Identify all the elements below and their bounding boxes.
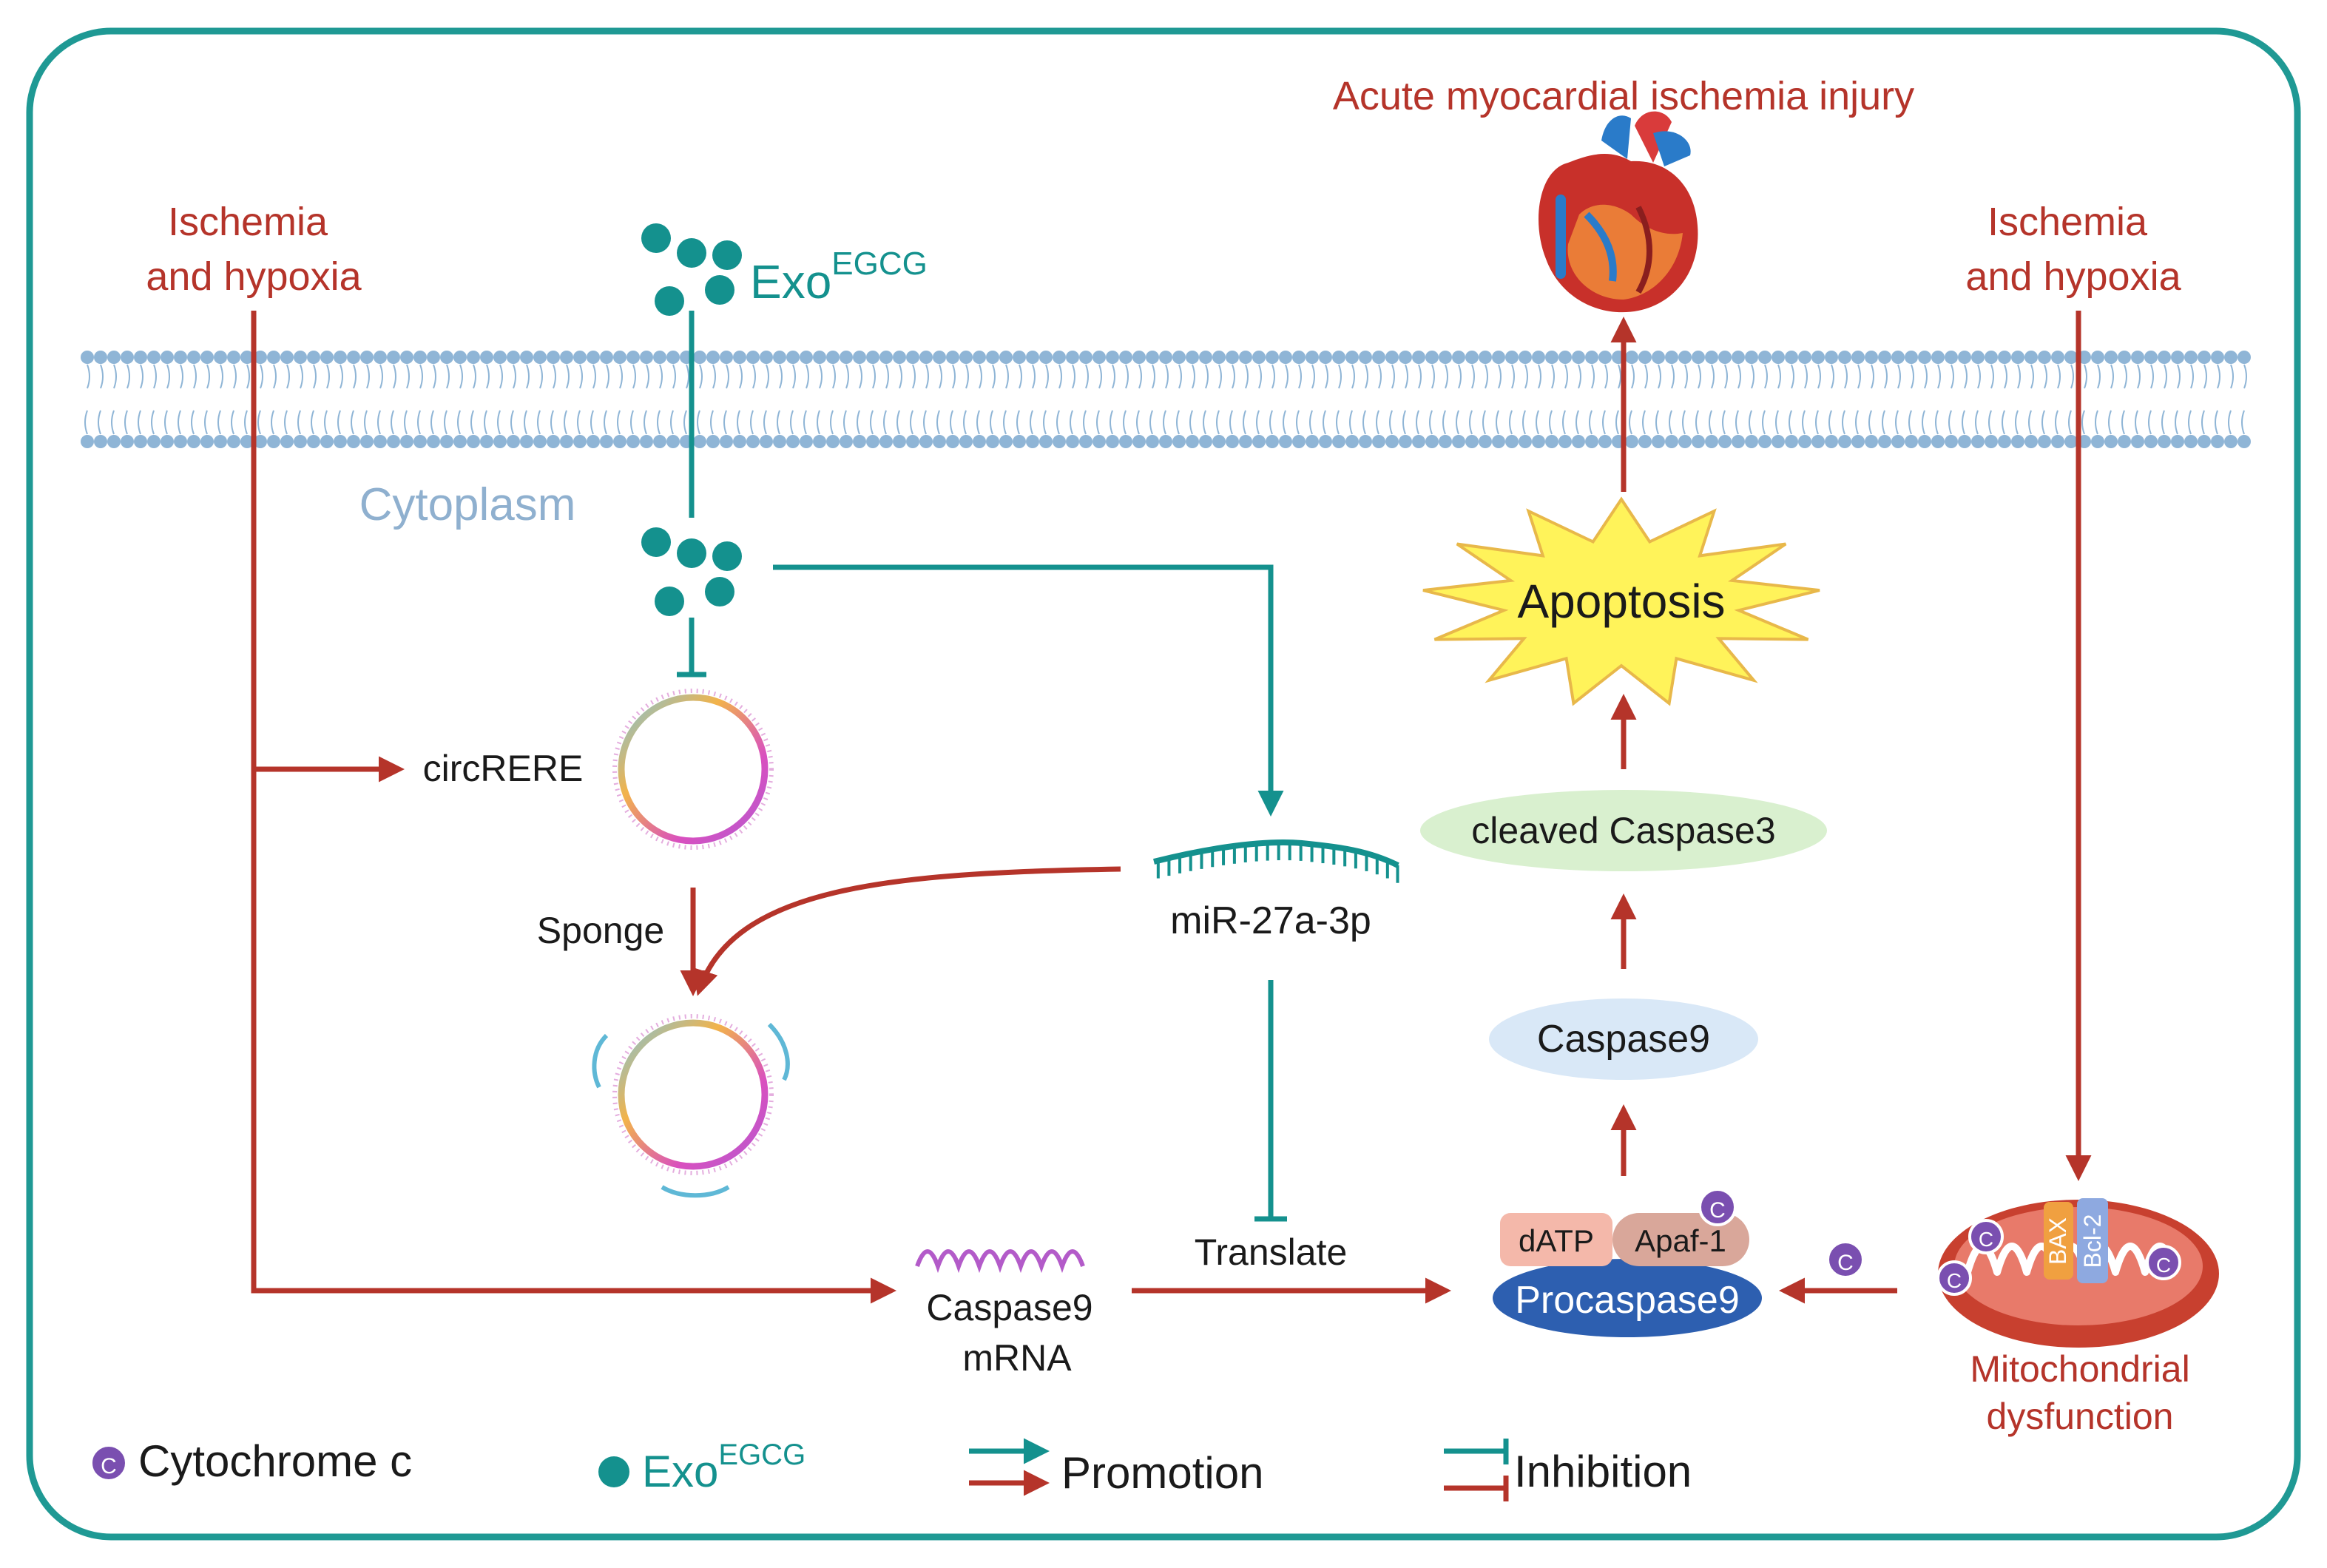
- mitochondrion-icon: [1938, 1198, 2219, 1348]
- mirna-strand: [1153, 839, 1399, 883]
- circrere-label: circRERE: [423, 748, 584, 789]
- legend-inhibition-label: Inhibition: [1514, 1447, 1692, 1496]
- svg-text:C: C: [1947, 1269, 1962, 1292]
- exo-main-text: Exo: [750, 255, 831, 308]
- svg-text:C: C: [1979, 1228, 1993, 1251]
- svg-text:C: C: [101, 1454, 117, 1479]
- sponge-label: Sponge: [537, 910, 664, 951]
- mirna-teeth: [1156, 842, 1399, 883]
- svg-text:C: C: [2156, 1254, 2171, 1277]
- caspase9-mrna-wave: [915, 1249, 1085, 1274]
- bax-label: BAX: [2044, 1217, 2071, 1265]
- legend-promotion-icon: [969, 1438, 1050, 1496]
- bcl2-bar: [2077, 1198, 2108, 1283]
- caspase9-mrna-line2: mRNA: [962, 1337, 1072, 1379]
- procaspase9-ellipse: [1493, 1259, 1762, 1337]
- mirna-inhibits-translate: [1254, 980, 1287, 1222]
- apaf1-box: [1612, 1213, 1749, 1266]
- heart-icon: [1539, 111, 1698, 313]
- cytoplasm-label: Cytoplasm: [359, 479, 576, 530]
- legend: C Cytochrome c ExoEGCG Promotion Inhibit…: [90, 1436, 1692, 1501]
- cleaved-caspase3-ellipse: [1420, 790, 1827, 871]
- ischemia-right-line2: and hypoxia: [1965, 254, 2181, 299]
- exo-egcg-cluster-cytoplasm: [641, 527, 742, 616]
- apaf1-label: Apaf-1: [1635, 1223, 1726, 1258]
- mito-label-line2: dysfunction: [1987, 1396, 2174, 1437]
- cytochrome-c-badge-mito-2: C: [1936, 1260, 1972, 1296]
- legend-promotion-label: Promotion: [1061, 1448, 1263, 1498]
- caspase9-ellipse: [1489, 998, 1758, 1080]
- datp-label: dATP: [1519, 1223, 1594, 1258]
- exo-egcg-label: ExoEGCG: [750, 246, 928, 308]
- ischemia-left-line: [251, 311, 896, 1304]
- legend-inhibition-icon: [1444, 1439, 1509, 1501]
- svg-text:C: C: [1709, 1198, 1726, 1223]
- ischemia-left-line1: Ischemia: [168, 200, 328, 244]
- apoptosis-starburst: [1422, 496, 1820, 706]
- mito-label-line1: Mitochondrial: [1970, 1348, 2189, 1390]
- mirna-to-sponge-arrow: [692, 866, 1121, 996]
- legend-cytochrome-icon: C: [90, 1444, 128, 1482]
- membrane-tails: [84, 364, 2247, 435]
- apoptosome-complex: [1493, 1213, 1762, 1337]
- caspase9-label: Caspase9: [1537, 1018, 1710, 1061]
- cytochrome-c-badge-release: C: [1826, 1240, 1865, 1279]
- exo-egcg-cluster-top: [641, 223, 742, 316]
- sponged-circrere-ring: [592, 1014, 790, 1198]
- cytochrome-c-badge-mito-1: C: [1968, 1219, 2004, 1254]
- cytochrome-c-badge-mito-3: C: [2146, 1245, 2181, 1280]
- membrane-heads-bottom: [81, 435, 2251, 448]
- exo-inhibits-circrere: [677, 618, 706, 677]
- cell-membrane: [81, 351, 2251, 448]
- exo-super-text: EGCG: [831, 246, 928, 282]
- cytochrome-c-badge-apaf1: C: [1698, 1188, 1737, 1226]
- injury-title: Acute myocardial ischemia injury: [1333, 74, 1914, 118]
- legend-exo-super: EGCG: [718, 1439, 806, 1471]
- circrere-ring: [612, 689, 774, 850]
- legend-exo-main: Exo: [642, 1447, 718, 1496]
- caspase9-mrna-line1: Caspase9: [926, 1287, 1092, 1328]
- mirna-label: miR-27a-3p: [1170, 899, 1371, 942]
- exo-promotes-mirna: [773, 564, 1284, 817]
- legend-exo-label: ExoEGCG: [642, 1439, 806, 1496]
- ischemia-left-line2: and hypoxia: [146, 254, 362, 299]
- legend-exo-dot: [598, 1456, 629, 1487]
- membrane-heads-top: [81, 351, 2251, 364]
- bax-bar: [2044, 1202, 2073, 1280]
- datp-box: [1500, 1213, 1612, 1266]
- procaspase9-label: Procaspase9: [1515, 1279, 1740, 1322]
- ischemia-right-line1: Ischemia: [1987, 200, 2148, 244]
- svg-text:C: C: [1837, 1251, 1854, 1275]
- bcl2-label: Bcl-2: [2079, 1214, 2106, 1268]
- translate-label: Translate: [1195, 1231, 1348, 1273]
- outer-frame: [26, 27, 2301, 1541]
- apoptosis-label: Apoptosis: [1517, 575, 1725, 628]
- cleaved-caspase3-label: cleaved Caspase3: [1471, 810, 1775, 851]
- legend-cytochrome-label: Cytochrome c: [138, 1436, 412, 1486]
